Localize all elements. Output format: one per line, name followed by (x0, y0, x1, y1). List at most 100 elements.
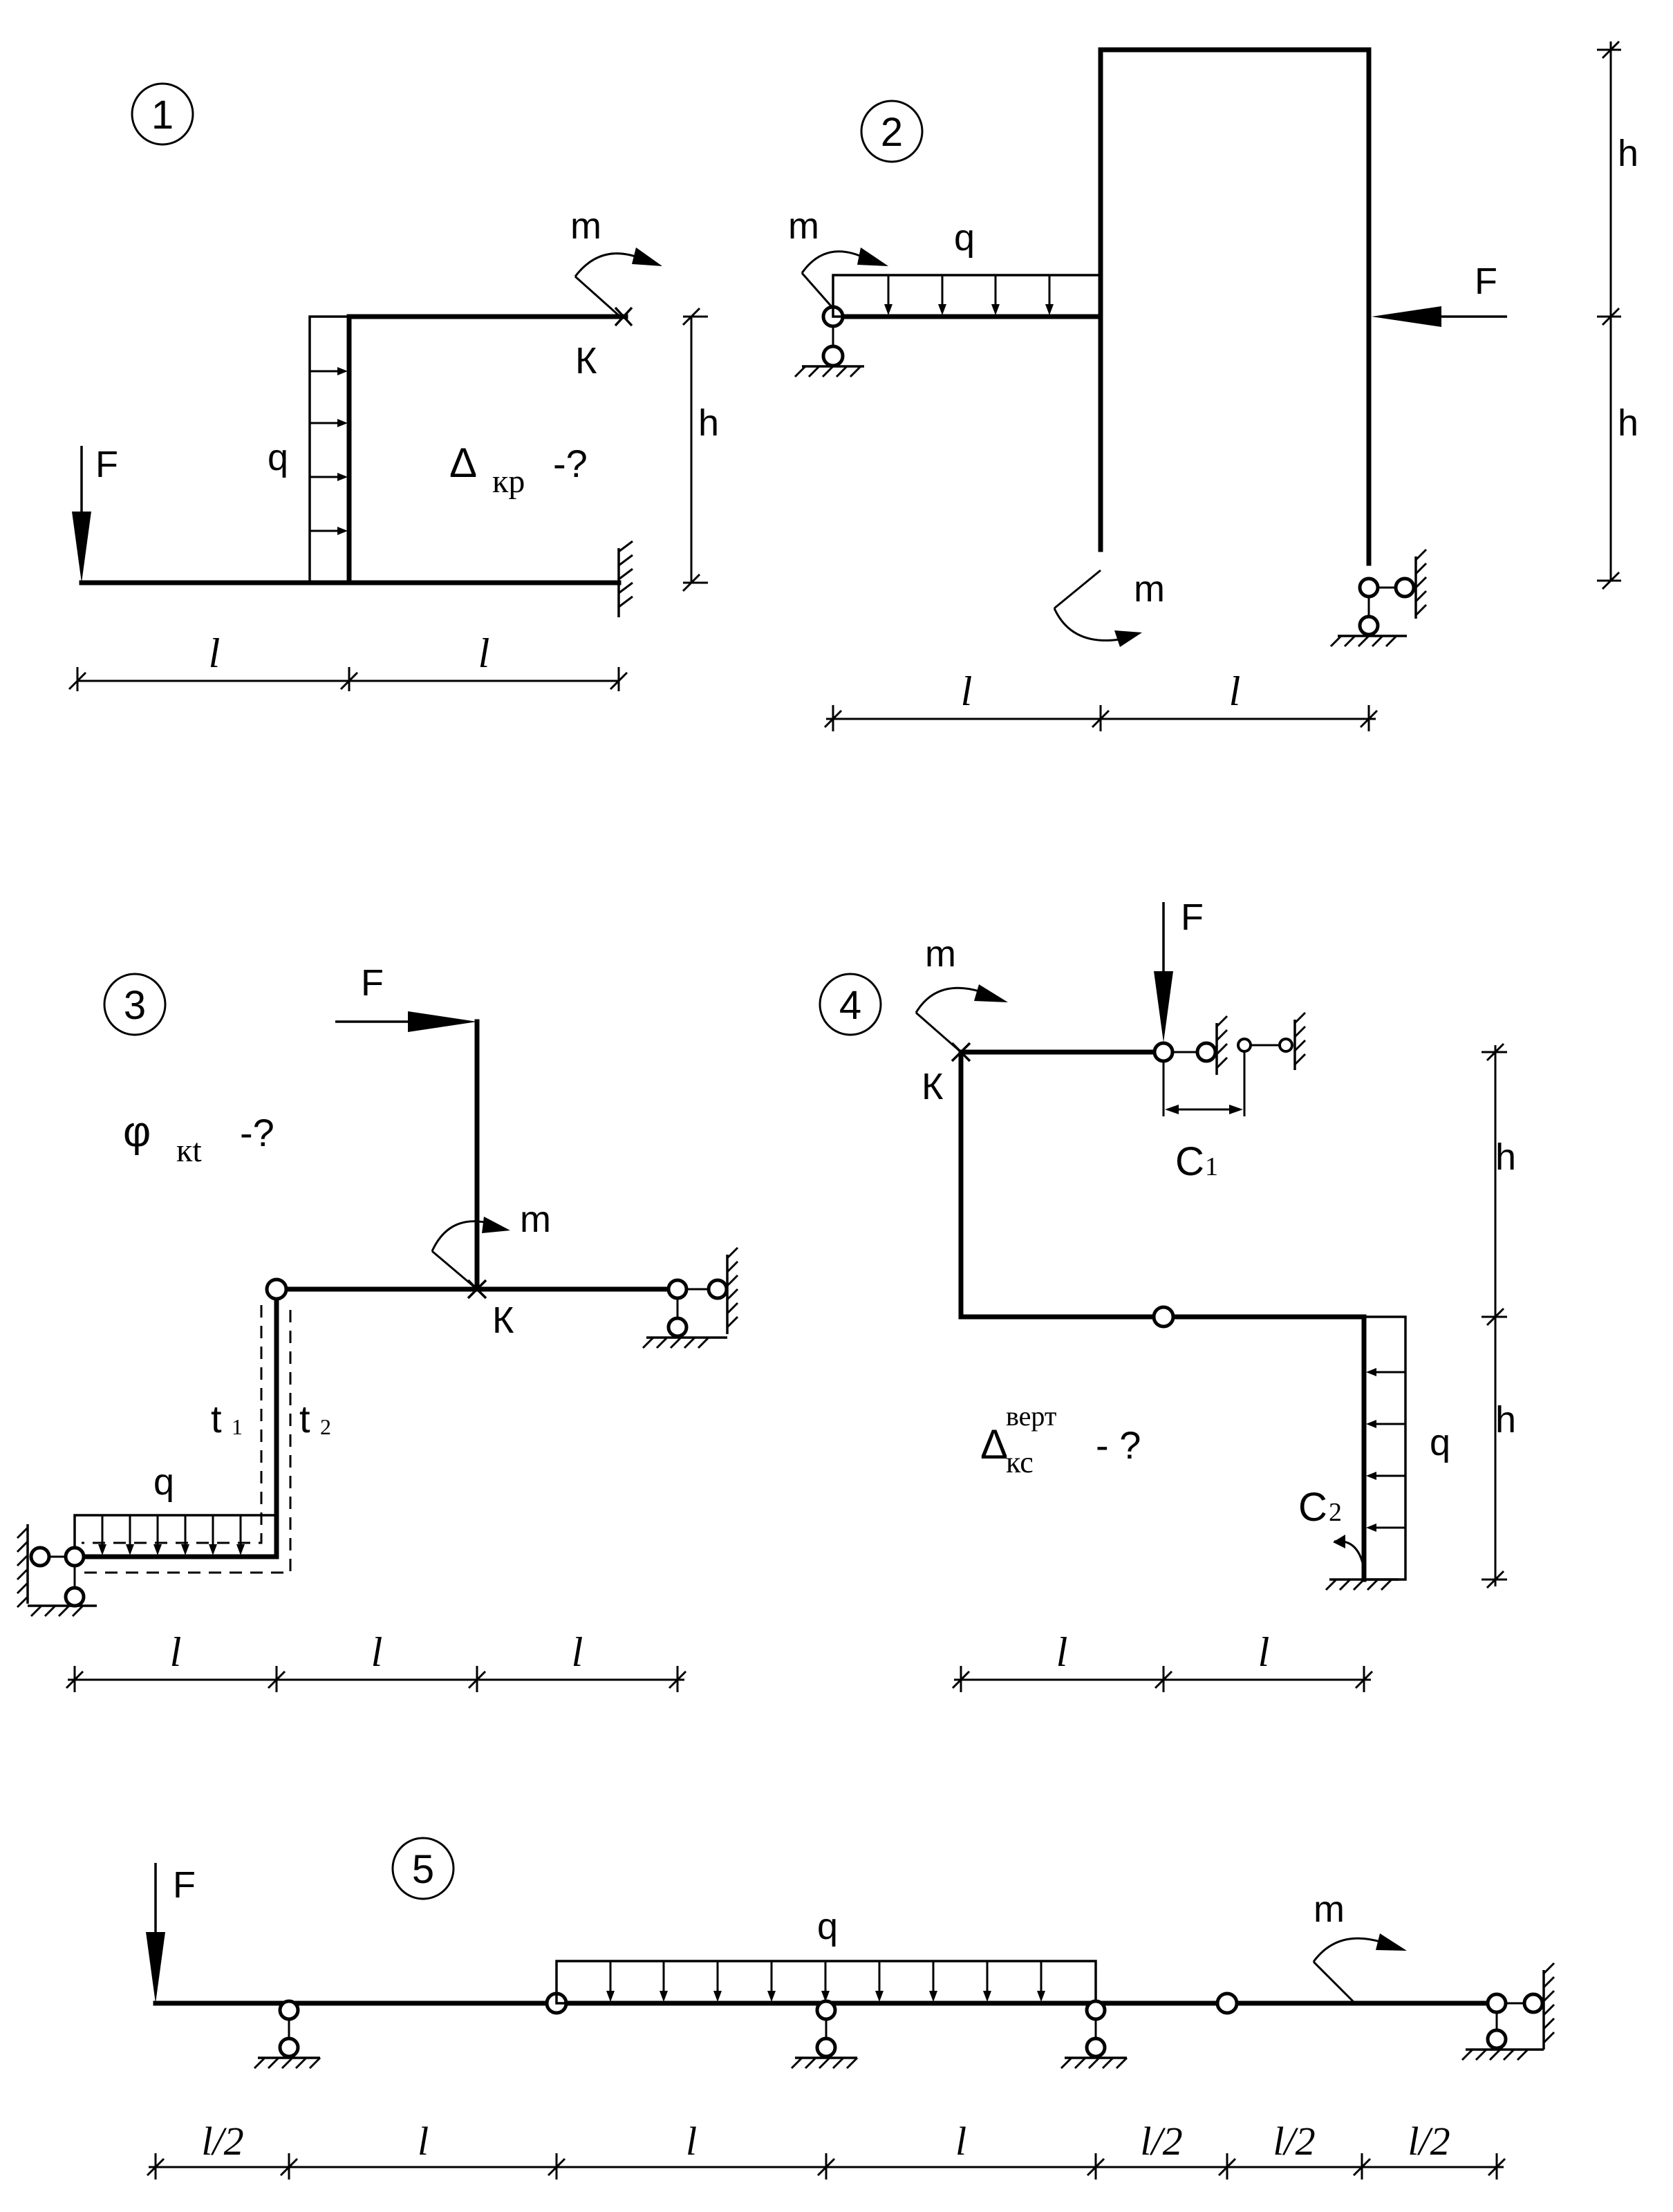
span-label-1: l/2 (201, 2119, 243, 2164)
point-label: К (922, 1066, 944, 1107)
roller-support-right (1461, 1962, 1555, 2061)
height-top-label: h (1618, 133, 1638, 174)
moment-arrow (1312, 1933, 1407, 2005)
query-tail: -? (553, 442, 588, 485)
roller-support-right (642, 1246, 739, 1349)
settlement-2-label: C (1298, 1485, 1327, 1530)
force-arrow (335, 1011, 477, 1032)
height-dimension (1482, 1042, 1507, 1589)
fixed-support (617, 540, 633, 617)
height-label: h (698, 402, 719, 444)
query-tail: - ? (1096, 1423, 1141, 1467)
query-symbol: φ (123, 1108, 151, 1156)
force-label: F (1181, 897, 1204, 938)
force-label: F (1475, 261, 1497, 302)
distributed-load-q (1363, 1315, 1407, 1581)
span-label-7: l/2 (1408, 2119, 1450, 2164)
temp-1-subscript: 1 (232, 1414, 243, 1439)
span-dimension (823, 705, 1378, 731)
span-label-2: l (418, 2119, 429, 2164)
height-dimension (1597, 40, 1621, 590)
query-subscript: кр (492, 463, 525, 500)
diagram-number-badge (131, 82, 194, 146)
diagram-number: 2 (881, 110, 903, 155)
query-subscript: кt (176, 1132, 202, 1169)
roller-support-left (16, 1524, 97, 1618)
temp-1-label: t (211, 1397, 222, 1441)
pin-support-1 (253, 1999, 321, 2070)
span-label-3: l (572, 1629, 583, 1675)
height-dimension (682, 307, 708, 592)
diagram-4: 4 C 1 F (819, 897, 1516, 1692)
point-k-mark (951, 1042, 971, 1062)
point-label: К (492, 1300, 514, 1341)
span-dimension (65, 1666, 687, 1692)
moment-bottom-label: m (1134, 568, 1165, 610)
height-top-label: h (1495, 1136, 1516, 1178)
span-label-2: l (1229, 668, 1241, 714)
hinge (265, 1277, 288, 1301)
span-label-1: l (961, 668, 973, 714)
load-label: q (153, 1461, 174, 1503)
distributed-load-q (73, 1514, 278, 1558)
moment-arrow (915, 984, 1008, 1053)
span-label-6: l/2 (1273, 2119, 1315, 2164)
point-k-mark (467, 1279, 487, 1300)
temp-2-label: t (299, 1397, 310, 1441)
load-label: q (954, 217, 975, 259)
pin-support-3 (1060, 1999, 1128, 2070)
load-label: q (817, 1906, 838, 1947)
point-k-mark (614, 306, 633, 327)
load-label: q (268, 437, 288, 478)
distributed-load-q (832, 274, 1102, 318)
query-superscript: верт (1006, 1400, 1056, 1432)
force-arrow (146, 1863, 165, 2003)
diagram-1: 1 q F m К (68, 82, 719, 691)
span-dimension (146, 2153, 1506, 2180)
pin-support-2 (790, 1999, 859, 2070)
span-label-2: l (478, 630, 490, 676)
diagram-number: 1 (151, 93, 174, 138)
settlement-1-label: C (1175, 1139, 1204, 1184)
query-symbol: Δ (980, 1421, 1008, 1468)
span-label-4: l (955, 2119, 966, 2164)
load-label: q (1430, 1422, 1450, 1463)
span-label-1: l (170, 1629, 182, 1675)
distributed-load-q (555, 1960, 1097, 2005)
distributed-load-q (308, 315, 351, 584)
roller-support-top (1152, 1011, 1307, 1075)
span-label-3: l (686, 2119, 697, 2164)
frame-structure (79, 314, 628, 585)
span-dimension (951, 1666, 1374, 1692)
roller-support-right (1329, 548, 1428, 648)
query-subscript: кс (1006, 1445, 1034, 1479)
hinge (1152, 1305, 1175, 1329)
diagram-number-badge (391, 1837, 455, 1900)
diagram-number: 3 (124, 983, 146, 1028)
diagram-3: 3 q (16, 962, 739, 1692)
height-bottom-label: h (1618, 402, 1638, 444)
point-label: К (575, 340, 597, 382)
height-bottom-label: h (1495, 1399, 1516, 1441)
settlement-1-subscript: 1 (1205, 1152, 1218, 1181)
moment-label: m (925, 933, 956, 975)
span-label-1: l (1056, 1629, 1068, 1675)
query-tail: -? (240, 1111, 274, 1154)
query-symbol: Δ (449, 440, 477, 486)
span-dimension (68, 667, 628, 691)
span-label-2: l (371, 1629, 383, 1675)
moment-arrow (431, 1217, 510, 1291)
settlement-2-subscript: 2 (1329, 1498, 1342, 1527)
span-label-2: l (1258, 1629, 1270, 1675)
moment-label: m (1314, 1888, 1345, 1930)
force-label: F (95, 444, 118, 485)
diagram-number-badge (860, 100, 924, 163)
force-label: F (173, 1864, 196, 1906)
moment-arrow (574, 247, 662, 318)
temp-2-subscript: 2 (320, 1414, 331, 1439)
moment-label: m (570, 205, 601, 247)
force-arrow (72, 446, 91, 583)
force-label: F (361, 962, 384, 1004)
diagram-number: 5 (412, 1847, 434, 1892)
